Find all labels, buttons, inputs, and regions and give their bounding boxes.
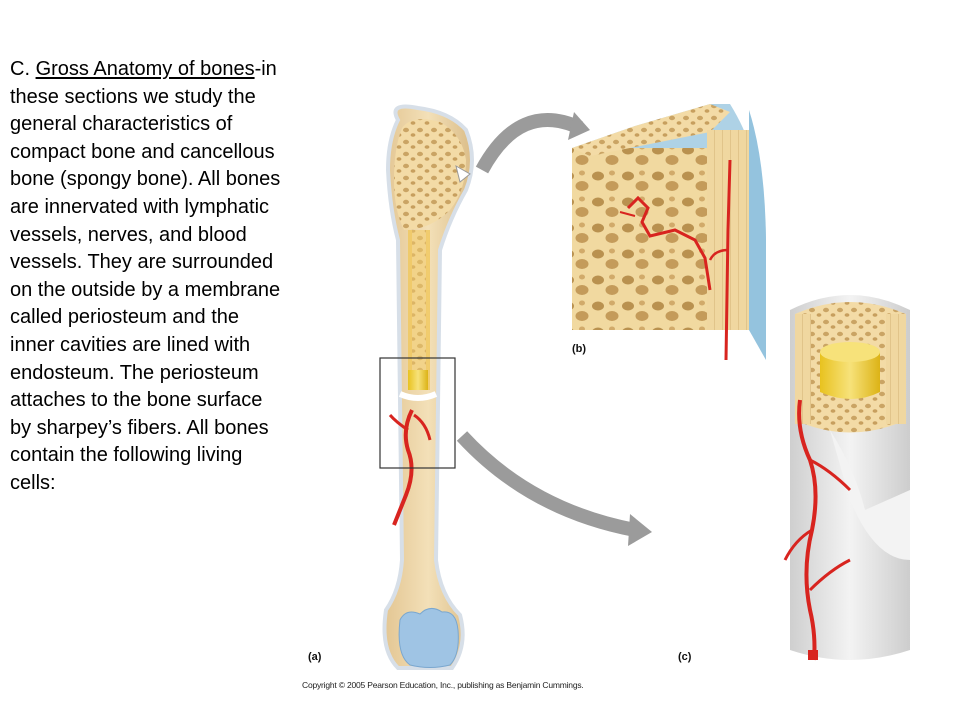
bone-anatomy-figure: (a) (b) (c)	[290, 90, 960, 700]
arrow-to-c-icon	[456, 431, 637, 537]
slide-text: C. Gross Anatomy of bones-in these secti…	[10, 56, 282, 498]
copyright-notice: Copyright © 2005 Pearson Education, Inc.…	[302, 680, 584, 690]
long-bone-a	[379, 104, 474, 670]
panel-label-a: (a)	[308, 651, 322, 663]
section-body: -in these sections we study the general …	[10, 58, 281, 494]
panel-label-c: (c)	[678, 651, 692, 663]
section-heading: Gross Anatomy of bones	[35, 58, 255, 80]
compact-bone-section-c	[783, 295, 910, 661]
spongy-bone-block-b	[572, 104, 766, 361]
panel-label-b: (b)	[572, 343, 587, 355]
bone-illustration	[379, 104, 910, 670]
section-prefix: C.	[10, 58, 36, 80]
arrow-to-b-icon	[475, 113, 583, 174]
